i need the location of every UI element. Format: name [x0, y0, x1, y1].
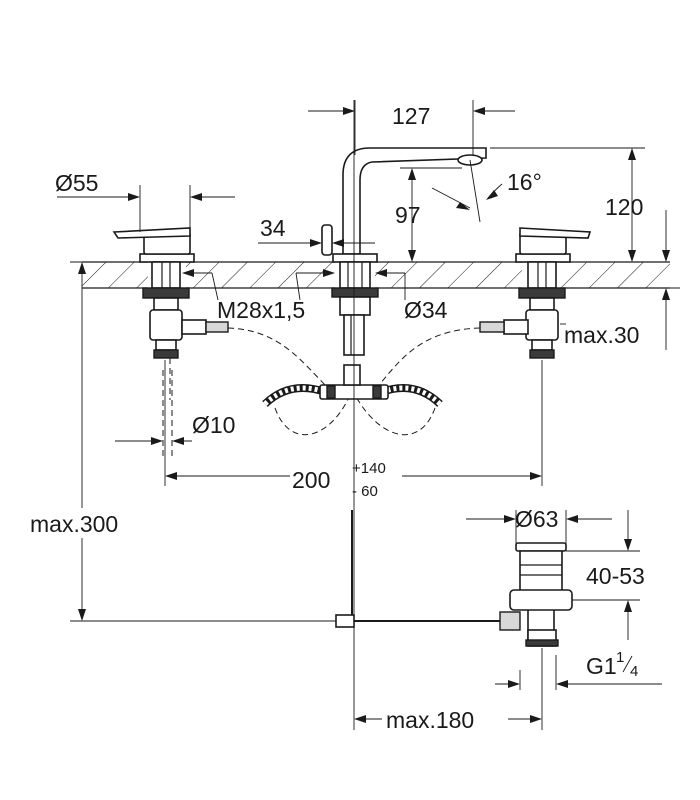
label-hose-diameter: Ø10: [192, 412, 235, 438]
dim-spacing: 200 +140 - 60: [164, 360, 543, 500]
dim-waste-height: 40-53: [566, 510, 645, 640]
dim-max-rod: max.180: [354, 648, 543, 733]
label-total-height: 120: [605, 194, 643, 220]
spout: [321, 147, 487, 356]
dim-spout-reach: 127: [308, 100, 515, 155]
label-body-width: 34: [260, 215, 286, 241]
dim-waste-thread: G1 1 4: [495, 649, 662, 690]
label-waste-thread-den: 4: [630, 663, 638, 680]
lift-rod: [335, 510, 500, 628]
dim-max-deck: max.30: [560, 287, 680, 350]
left-pipe: [162, 370, 173, 460]
label-spacing-base: 200: [292, 467, 330, 493]
dim-spout-angle: 16°: [431, 159, 542, 223]
right-handle: [479, 227, 592, 359]
label-waste-height: 40-53: [586, 563, 645, 589]
label-max-deck: max.30: [564, 322, 639, 348]
label-spout-reach: 127: [392, 103, 430, 129]
dim-thread: M28x1,5: [182, 269, 335, 323]
dim-hole-diameter: Ø34: [375, 269, 448, 323]
dim-waste-diameter: Ø63: [466, 506, 612, 545]
hoses: [169, 327, 481, 436]
label-spout-height: 97: [395, 202, 421, 228]
dim-total-height: 120: [490, 147, 670, 262]
label-max-rod: max.180: [386, 707, 474, 733]
label-waste-diameter: Ø63: [515, 506, 558, 532]
dim-handle-diameter: Ø55: [55, 170, 235, 232]
label-spacing-plus: +140: [352, 460, 386, 477]
dim-hose-diameter: Ø10: [115, 412, 235, 445]
waste-assembly: [499, 542, 573, 647]
label-hole-diameter: Ø34: [404, 297, 448, 323]
label-spout-angle: 16°: [507, 169, 542, 195]
label-waste-thread-num: 1: [616, 649, 624, 666]
label-spacing-minus: - 60: [352, 483, 378, 500]
dim-spout-height: 97: [395, 167, 462, 262]
label-handle-diameter: Ø55: [55, 170, 98, 196]
dim-max-depth: max.300: [28, 261, 336, 622]
label-max-depth: max.300: [30, 511, 118, 537]
dim-body-width: 34: [258, 215, 375, 247]
label-thread: M28x1,5: [217, 297, 305, 323]
label-waste-thread-main: G1: [586, 653, 617, 679]
left-handle: [112, 227, 229, 359]
